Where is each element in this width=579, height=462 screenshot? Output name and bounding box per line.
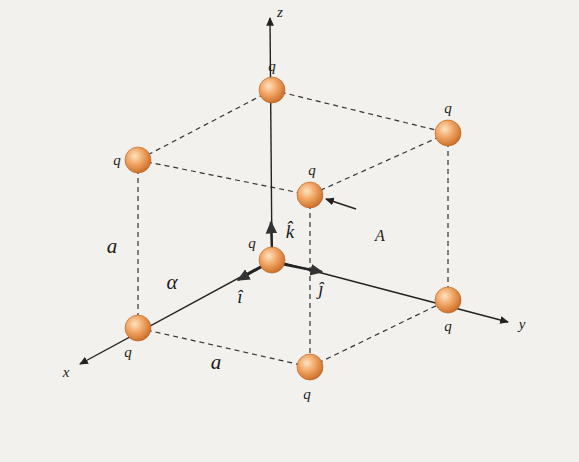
axes <box>80 18 508 364</box>
dimension-label: a <box>107 236 118 257</box>
axis-label: z <box>277 5 283 20</box>
charge-label: q <box>444 101 452 116</box>
charge-label: q <box>124 345 132 360</box>
charge-spheres <box>125 77 461 380</box>
axis-label: y <box>519 317 526 332</box>
charge-label: q <box>113 153 121 168</box>
cube-edges <box>138 90 448 367</box>
charge-label: q <box>308 163 316 178</box>
dimension-label: α <box>166 272 177 293</box>
axis-label: x <box>63 365 70 380</box>
unit-vector-label: î <box>237 287 242 306</box>
leader-arrow <box>326 199 356 209</box>
unit-vector-label: k̂ <box>286 222 294 241</box>
unit-vectors <box>238 222 322 280</box>
point-label: A <box>375 228 385 244</box>
charge-label: q <box>248 236 256 251</box>
charge-label: q <box>268 59 276 74</box>
charge-label: q <box>303 387 311 402</box>
dimension-label: a <box>211 352 222 373</box>
charge-label: q <box>444 319 452 334</box>
unit-vector-label: ĵ <box>318 279 323 298</box>
